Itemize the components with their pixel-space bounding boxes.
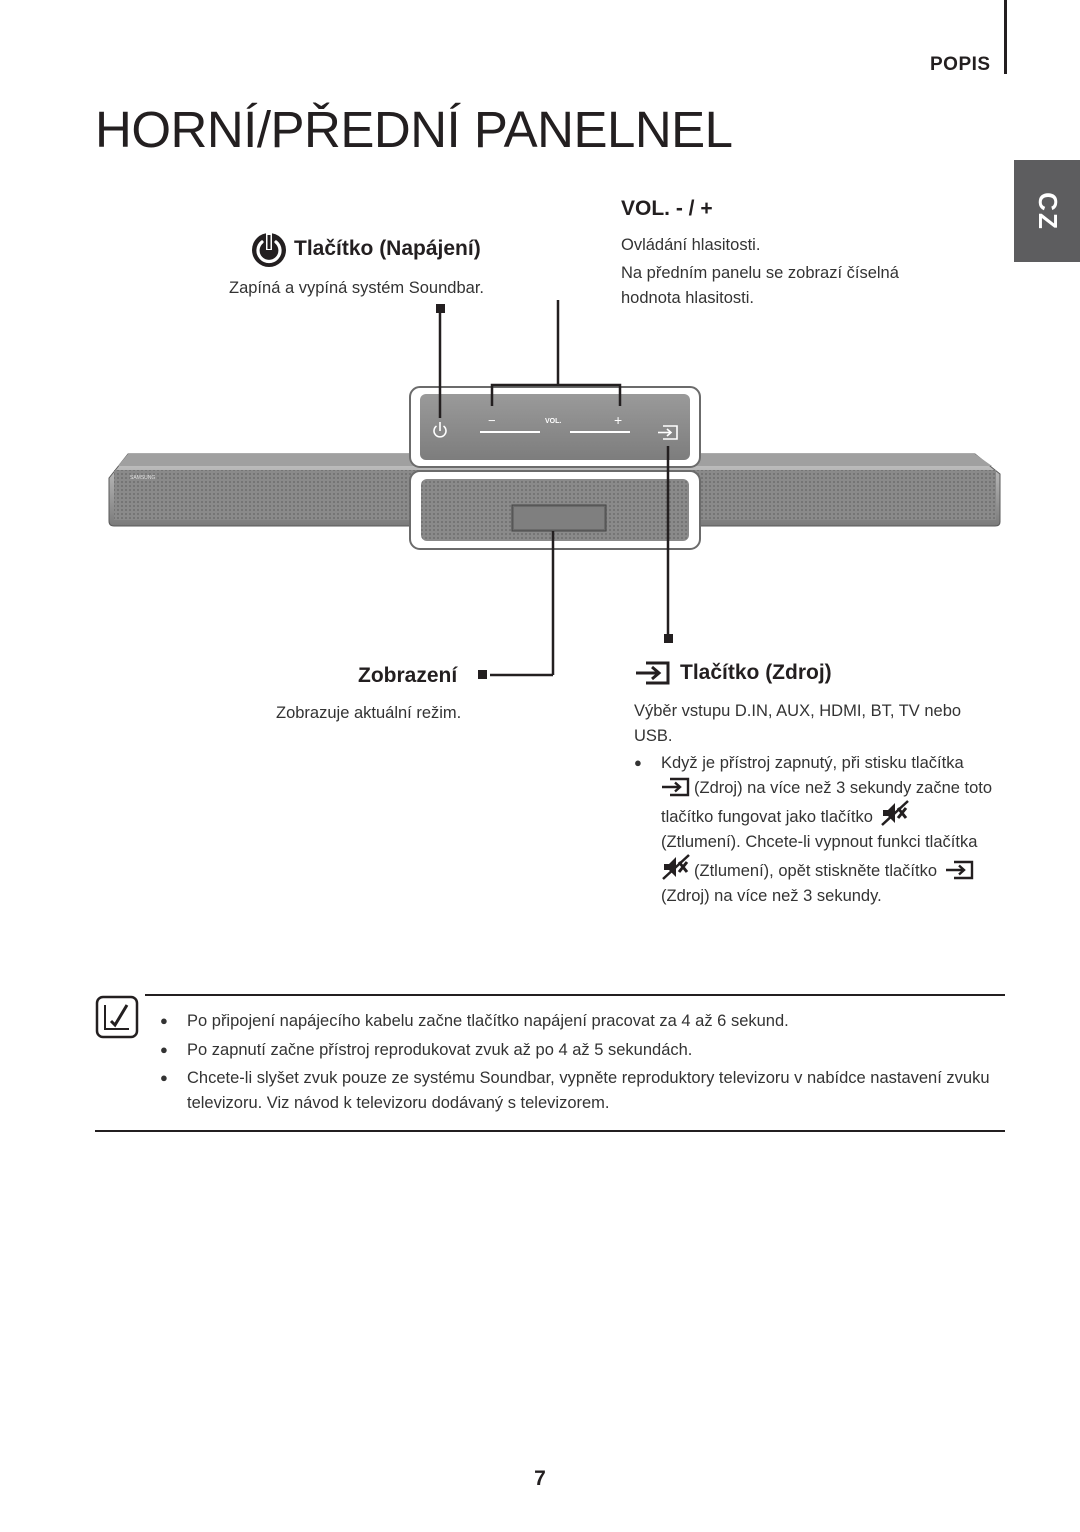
brand-logo: SAMSUNG: [130, 475, 155, 481]
panel-power-icon: [433, 422, 447, 438]
display-heading: Zobrazení: [358, 664, 458, 687]
notes-list: Po připojení napájecího kabelu začne tla…: [160, 1009, 1000, 1115]
panel-vol-minus: −: [488, 413, 496, 428]
display-description: Zobrazuje aktuální režim.: [276, 704, 462, 722]
power-icon: [252, 233, 286, 267]
list-item: Po zapnutí začne přístroj reprodukovat z…: [160, 1038, 1000, 1063]
list-item: Po připojení napájecího kabelu začne tla…: [160, 1009, 1000, 1034]
vol-description-1: Ovládání hlasitosti.: [621, 236, 761, 254]
power-heading: Tlačítko (Napájení): [250, 228, 481, 270]
panel-vol-plus: +: [614, 412, 622, 428]
vol-heading: VOL. - / +: [621, 197, 713, 220]
panel-source-icon: [658, 425, 678, 440]
source-heading: Tlačítko (Zdroj): [634, 659, 832, 687]
page-number: 7: [534, 1467, 546, 1490]
front-panel-zoom: [409, 470, 701, 550]
vol-description-2: Na předním panelu se zobrazí číselná hod…: [621, 264, 899, 307]
soundbar-illustration: SAMSUNG − VOL. +: [108, 300, 1001, 679]
top-panel-zoom: − VOL. +: [409, 386, 701, 468]
source-bullet: Když je přístroj zapnutý, při stisku tla…: [634, 751, 1004, 908]
header-divider: [1004, 0, 1007, 74]
source-description: Výběr vstupu D.IN, AUX, HDMI, BT, TV neb…: [634, 702, 962, 745]
power-heading-label: Tlačítko (Napájení): [294, 237, 481, 260]
source-icon: [662, 777, 690, 796]
source-icon: [945, 860, 973, 880]
source-icon: [636, 661, 670, 685]
language-tab-label: CZ: [1032, 191, 1063, 231]
notes-top-rule: [145, 994, 1005, 996]
section-label: POPIS: [930, 54, 991, 75]
note-icon: [95, 995, 139, 1039]
list-item: Chcete-li slyšet zvuk pouze ze systému S…: [160, 1066, 1000, 1115]
mute-icon: [662, 854, 690, 880]
language-tab: CZ: [1014, 160, 1080, 262]
mute-icon: [881, 800, 910, 826]
source-heading-label: Tlačítko (Zdroj): [680, 661, 832, 684]
notes-bottom-rule: [95, 1130, 1005, 1132]
panel-vol-label: VOL.: [545, 418, 561, 425]
callout-lines: [438, 300, 670, 677]
power-description: Zapíná a vypíná systém Soundbar.: [229, 279, 484, 297]
page-title: HORNÍ/PŘEDNÍ PANELNEL: [95, 101, 733, 158]
list-item: Když je přístroj zapnutý, při stisku tla…: [634, 751, 1004, 908]
